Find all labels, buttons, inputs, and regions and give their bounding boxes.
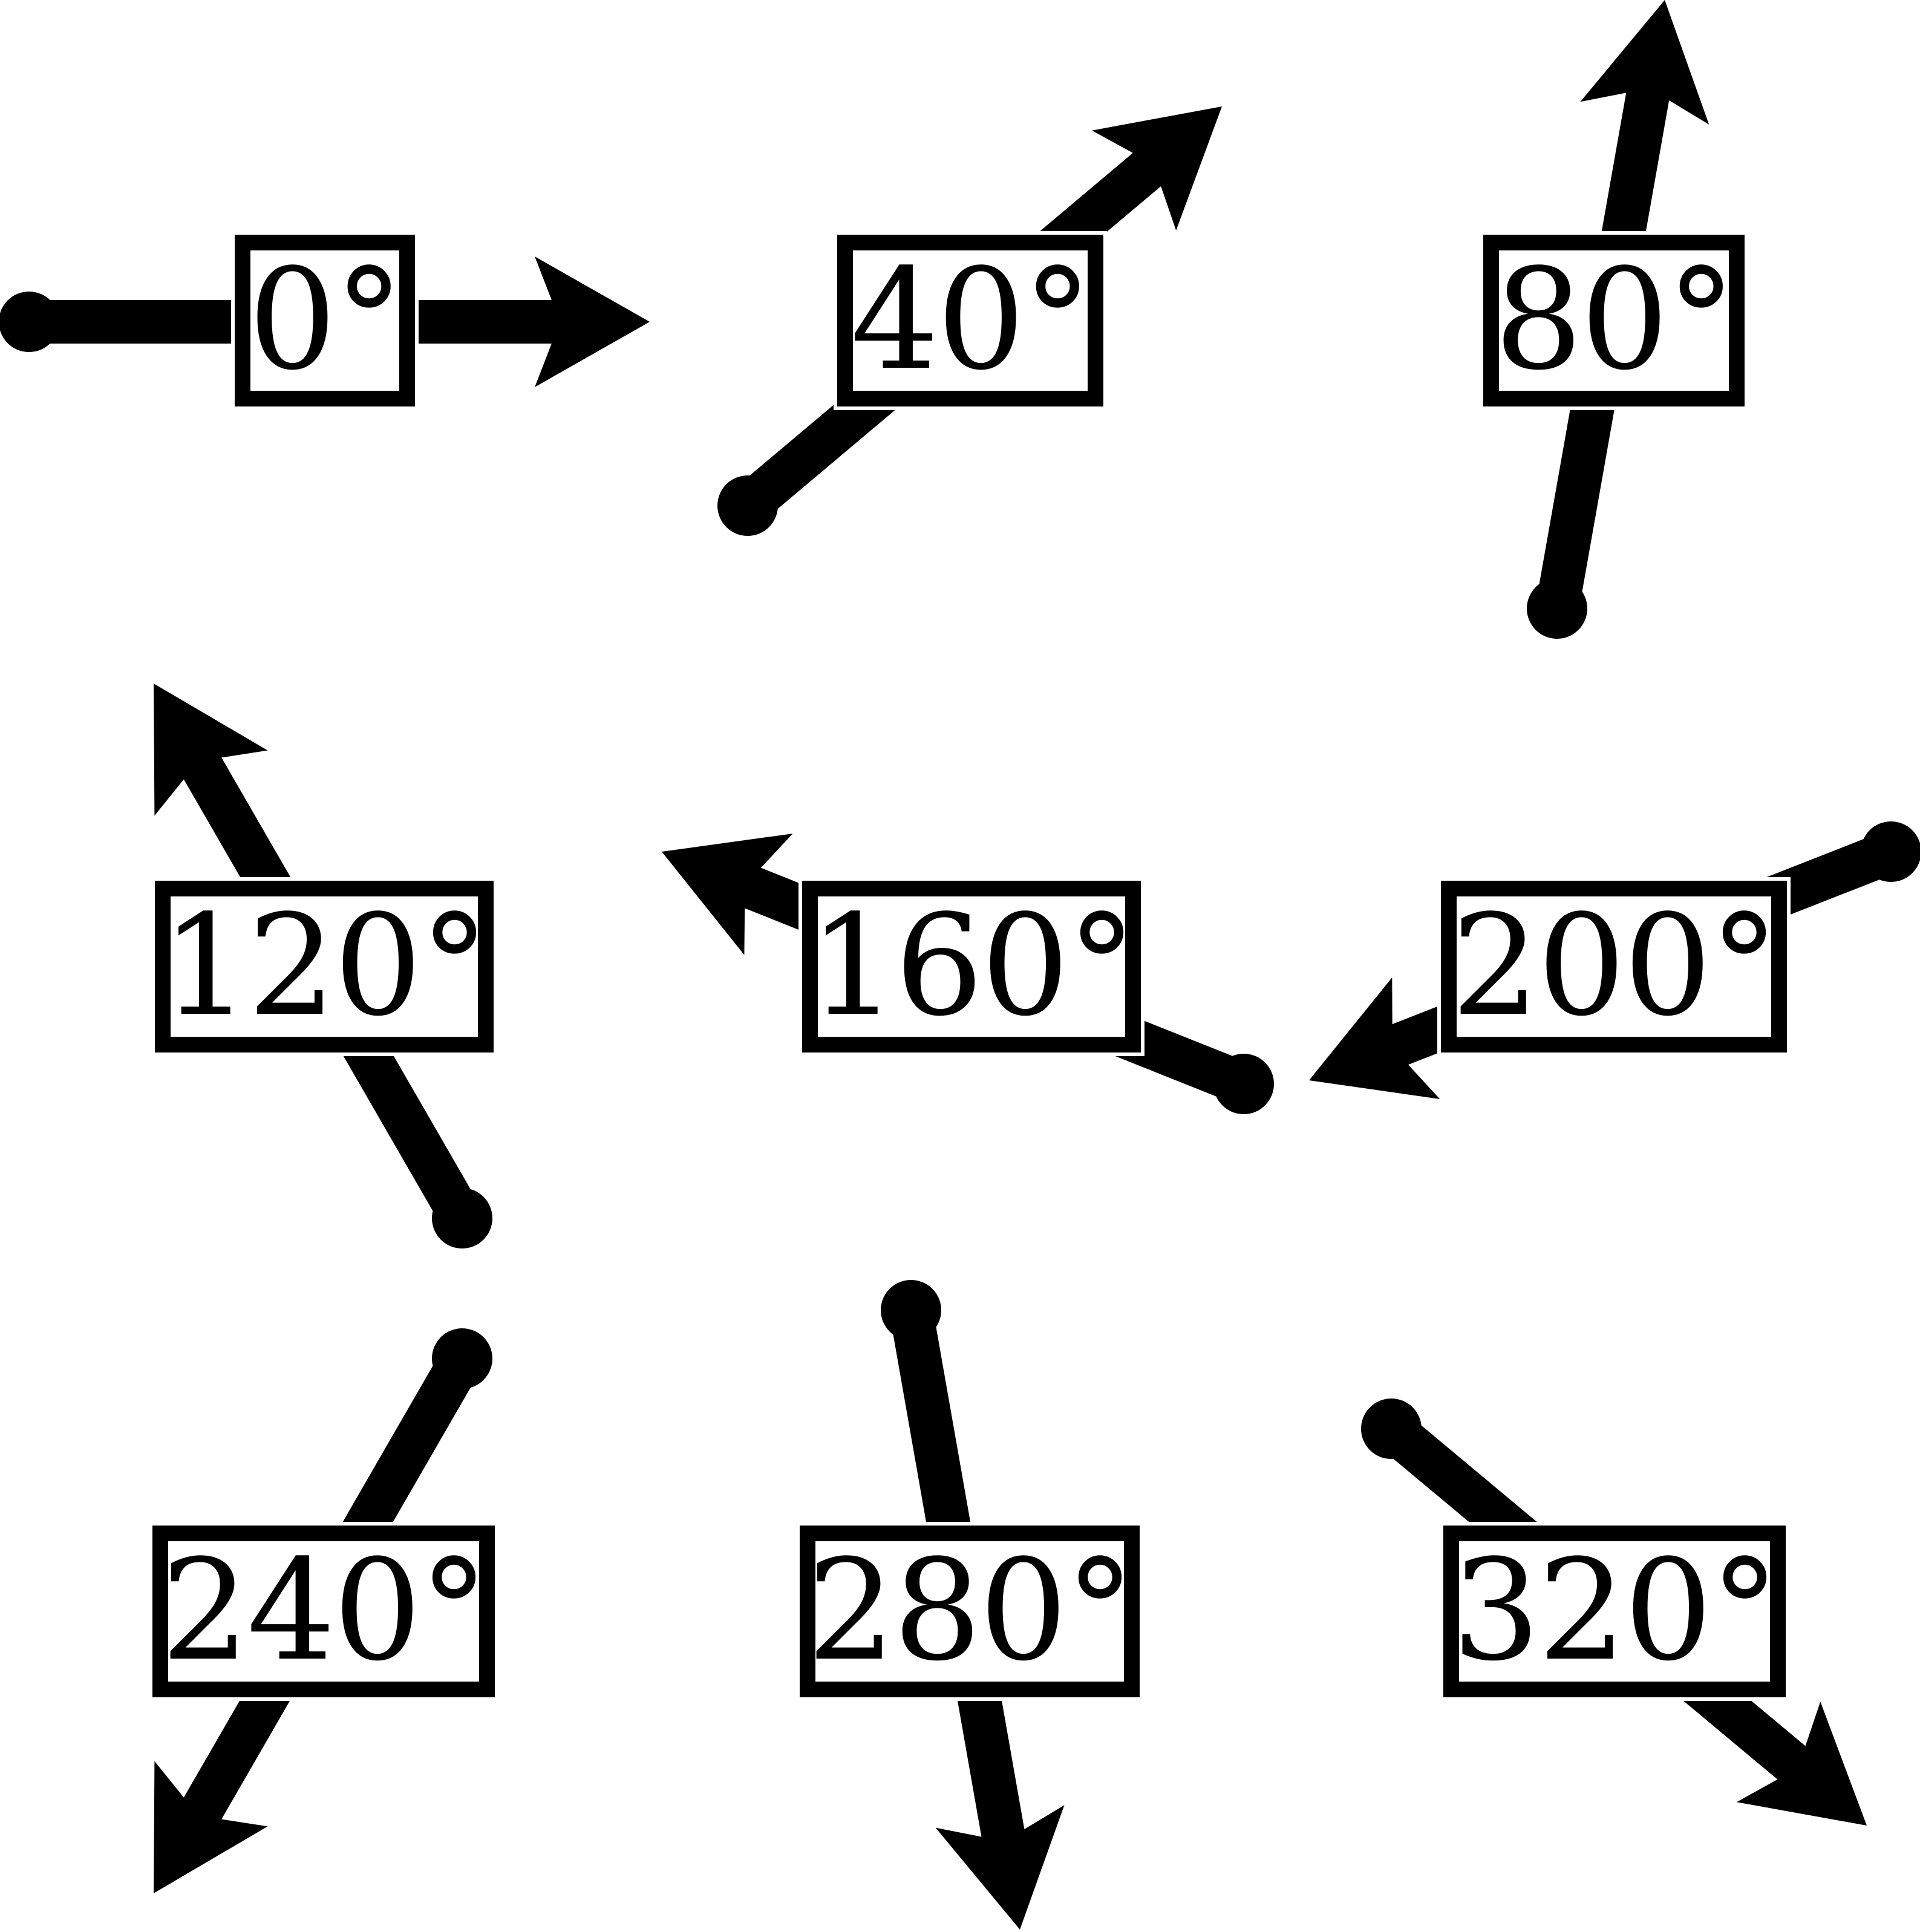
angle-label-320: 320° (1452, 1530, 1780, 1692)
arrow-head (1736, 1702, 1867, 1826)
panel-40: 40° (640, 0, 1280, 644)
angle-label-box-120: 120° (151, 877, 497, 1056)
angle-label-280: 280° (807, 1530, 1135, 1692)
panel-0: 0° (0, 0, 650, 644)
panel-160: 160° (640, 644, 1280, 1287)
arrow-head (662, 834, 793, 955)
arrow-tail-ball (1861, 821, 1920, 882)
arrow-head (935, 1805, 1065, 1930)
arrow-head (154, 684, 268, 816)
arrow-tail-ball (1527, 578, 1587, 639)
angle-label-box-280: 280° (796, 1522, 1143, 1701)
angle-label-80: 80° (1494, 240, 1736, 401)
angle-label-240: 240° (161, 1530, 489, 1692)
arrow-head (1309, 977, 1440, 1099)
panel-240: 240° (0, 1287, 640, 1931)
arrow-tail-ball (881, 1280, 941, 1340)
arrow-tail-ball (1213, 1054, 1274, 1114)
arrow-head (154, 1761, 268, 1893)
angle-label-box-160: 160° (798, 877, 1144, 1056)
angle-label-0: 0° (248, 240, 403, 401)
panel-280: 280° (640, 1280, 1280, 1931)
arrow-tail-ball (1361, 1398, 1422, 1459)
angle-label-40: 40° (851, 240, 1092, 401)
panel-120: 120° (0, 644, 640, 1287)
angle-label-box-80: 80° (1480, 231, 1748, 410)
arrow-head (1580, 0, 1709, 125)
angle-label-box-240: 240° (149, 1522, 498, 1701)
arrow-head (1092, 106, 1222, 230)
angle-label-box-320: 320° (1440, 1522, 1789, 1701)
panel-80: 80° (1280, 0, 1920, 644)
panel-320: 320° (1280, 1287, 1920, 1931)
arrow-tail-ball (717, 475, 778, 536)
angle-label-160: 160° (809, 886, 1137, 1047)
arrow-tail-ball (0, 292, 59, 352)
angle-label-200: 200° (1451, 886, 1779, 1047)
arrow-tail-ball (432, 1328, 492, 1389)
angle-label-120: 120° (162, 886, 489, 1047)
angle-label-box-40: 40° (834, 231, 1107, 410)
arrow-head (535, 256, 650, 387)
panel-200: 200° (1280, 644, 1920, 1287)
arrow-tail-ball (432, 1188, 492, 1248)
angle-label-box-0: 0° (231, 231, 419, 410)
angle-label-box-200: 200° (1437, 877, 1791, 1056)
